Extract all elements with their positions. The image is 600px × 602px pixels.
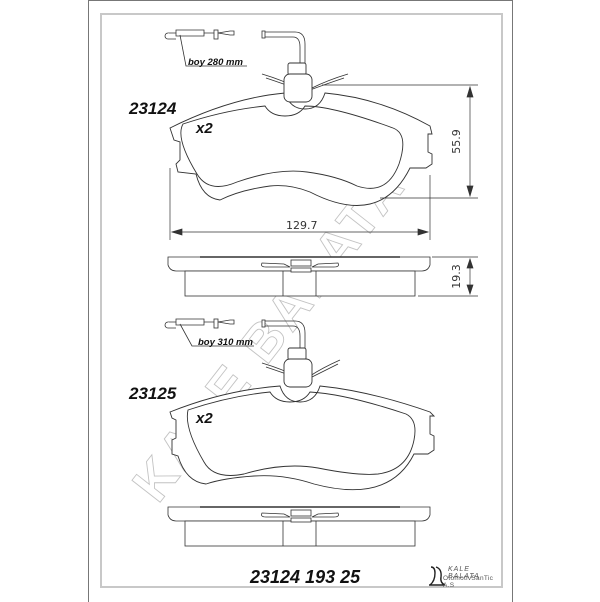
kale-logo-icon	[429, 566, 446, 586]
quantity-top: x2	[196, 120, 213, 137]
sensor-wire-top	[164, 29, 306, 67]
sensor-length-label-bottom: boy 310 mm	[198, 337, 253, 348]
outer-frame-top	[88, 0, 513, 1]
thickness-dimension-lines	[418, 256, 478, 297]
width-dimension-lines	[169, 168, 431, 240]
brand-logo: KALE BALATA OtomotivSanTic A.S	[428, 565, 503, 589]
quantity-bottom: x2	[196, 410, 213, 427]
combined-part-code: 23124 193 25	[250, 567, 361, 587]
height-dimension-lines	[322, 84, 478, 199]
outer-frame	[88, 0, 513, 602]
brake-pad-side-bottom	[167, 506, 431, 547]
drawing-frame	[100, 13, 503, 588]
part-number-bottom: 23125	[129, 384, 177, 403]
part-number-top: 23124	[129, 99, 177, 118]
brake-pad-front-top	[169, 62, 433, 206]
logo-brand-name: KALE BALATA	[448, 566, 480, 580]
height-dimension: 55.9	[449, 129, 463, 154]
logo-company-name: OtomotivSanTic A.S	[443, 575, 494, 589]
width-dimension: 129.7	[286, 219, 318, 232]
thickness-dimension: 19.3	[449, 264, 463, 289]
brake-pad-front-bottom	[169, 347, 436, 491]
sensor-wire-bottom	[164, 318, 306, 358]
brake-pad-side-top	[167, 256, 431, 297]
sensor-length-label-top: boy 280 mm	[188, 57, 243, 68]
